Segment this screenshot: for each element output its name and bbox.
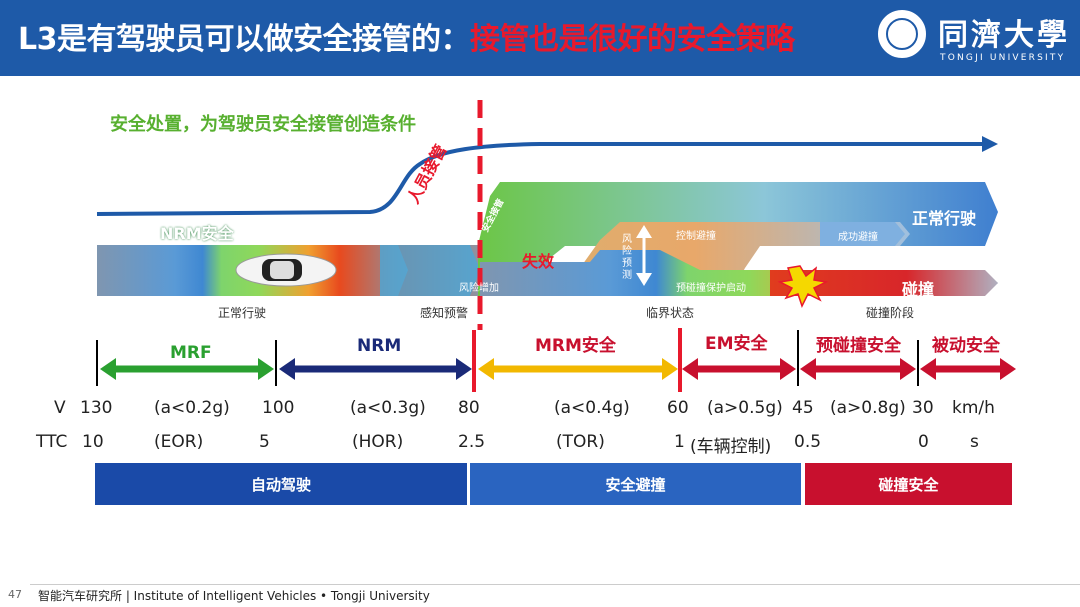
slide-title: L3是有驾驶员可以做安全接管的：接管也是很好的安全策略: [18, 14, 795, 58]
ttc-m3: (TOR): [556, 432, 605, 452]
label-nrm-safe: NRM安全: [160, 224, 234, 243]
speed-v5: 45: [792, 398, 814, 418]
label-risk-rise: 风险增加: [459, 283, 499, 294]
bar-autonomous: 自动驾驶: [95, 463, 467, 505]
ttc-t1: 10: [82, 432, 104, 452]
header-bar: L3是有驾驶员可以做安全接管的：接管也是很好的安全策略 同濟大學 TONGJI …: [0, 0, 1080, 76]
segment-pre-collision: 预碰撞安全: [816, 336, 901, 356]
speed-unit: km/h: [952, 398, 995, 418]
university-logo-cn: 同濟大學: [938, 18, 1070, 53]
bar-safe-avoid: 安全避撞: [470, 463, 801, 505]
phase-perception: 感知预警: [420, 306, 469, 320]
speed-row-label: V: [54, 398, 66, 418]
footer: 47 智能汽车研究所 | Institute of Intelligent Ve…: [0, 584, 1080, 607]
speed-v4: 60: [667, 398, 689, 418]
nrm-curve-arrowhead: [982, 136, 998, 152]
speed-v6: 30: [912, 398, 934, 418]
speed-v1: 130: [80, 398, 113, 418]
bar-collision-safety: 碰撞安全: [805, 463, 1012, 505]
speed-a2: (a<0.3g): [350, 398, 426, 418]
collision-burst-icon: [777, 265, 829, 308]
speed-a4: (a>0.5g): [707, 398, 783, 418]
label-failure: 失效: [522, 252, 555, 271]
band-mid-part: [380, 245, 480, 296]
label-success-avoid: 成功避撞: [838, 232, 878, 243]
segment-mrm: MRM安全: [535, 336, 616, 356]
ttc-unit: s: [970, 432, 979, 452]
phase-critical: 临界状态: [646, 306, 695, 320]
bar-collision-safety-label: 碰撞安全: [878, 475, 939, 494]
footer-divider: [30, 584, 1080, 585]
segment-em: EM安全: [705, 334, 768, 354]
ttc-t4: 1: [674, 432, 685, 452]
label-pre-collision: 预碰撞保护启动: [676, 283, 746, 294]
speed-v3: 80: [458, 398, 480, 418]
ttc-t2: 5: [259, 432, 270, 452]
car-icon: [235, 253, 337, 287]
ttc-m2: (HOR): [352, 432, 404, 452]
phase-normal: 正常行驶: [218, 306, 267, 320]
diagram-headline: 安全处置，为驾驶员安全接管创造条件: [110, 114, 416, 135]
success-avoid-lane: [820, 222, 905, 246]
page-number: 47: [8, 588, 22, 601]
segment-arrows: [96, 330, 1016, 386]
phase-collision: 碰撞阶段: [866, 306, 915, 320]
speed-a1: (a<0.2g): [154, 398, 230, 418]
speed-a5: (a>0.8g): [830, 398, 906, 418]
collision-band: [770, 270, 998, 296]
ttc-m1: (EOR): [154, 432, 204, 452]
ttc-t5: 0.5: [794, 432, 822, 452]
university-seal-icon: [876, 8, 928, 60]
bar-safe-avoid-label: 安全避撞: [605, 475, 666, 494]
footer-text: 智能汽车研究所 | Institute of Intelligent Vehic…: [38, 589, 430, 603]
nrm-curve-line: [96, 142, 985, 216]
ttc-m4: (车辆控制): [690, 437, 772, 457]
label-control-avoid: 控制避撞: [676, 231, 716, 242]
label-collision: 碰撞: [902, 280, 935, 299]
segment-mrf: MRF: [170, 343, 212, 363]
segment-passive: 被动安全: [932, 336, 1000, 356]
ttc-t6: 0: [918, 432, 929, 452]
university-logo-en: TONGJI UNIVERSITY: [940, 53, 1066, 63]
label-normal-drive-right: 正常行驶: [912, 209, 977, 228]
speed-a3: (a<0.4g): [554, 398, 630, 418]
bar-autonomous-label: 自动驾驶: [250, 475, 311, 494]
ttc-row-label: TTC: [36, 432, 68, 452]
title-main: L3是有驾驶员可以做安全接管的：: [18, 22, 471, 57]
title-highlight: 接管也是很好的安全策略: [470, 22, 795, 57]
segment-nrm: NRM: [357, 336, 402, 356]
risk-arrow-icon: [636, 225, 652, 286]
speed-v2: 100: [262, 398, 295, 418]
ttc-t3: 2.5: [458, 432, 486, 452]
label-risk-predict: 风险预测: [622, 234, 632, 281]
